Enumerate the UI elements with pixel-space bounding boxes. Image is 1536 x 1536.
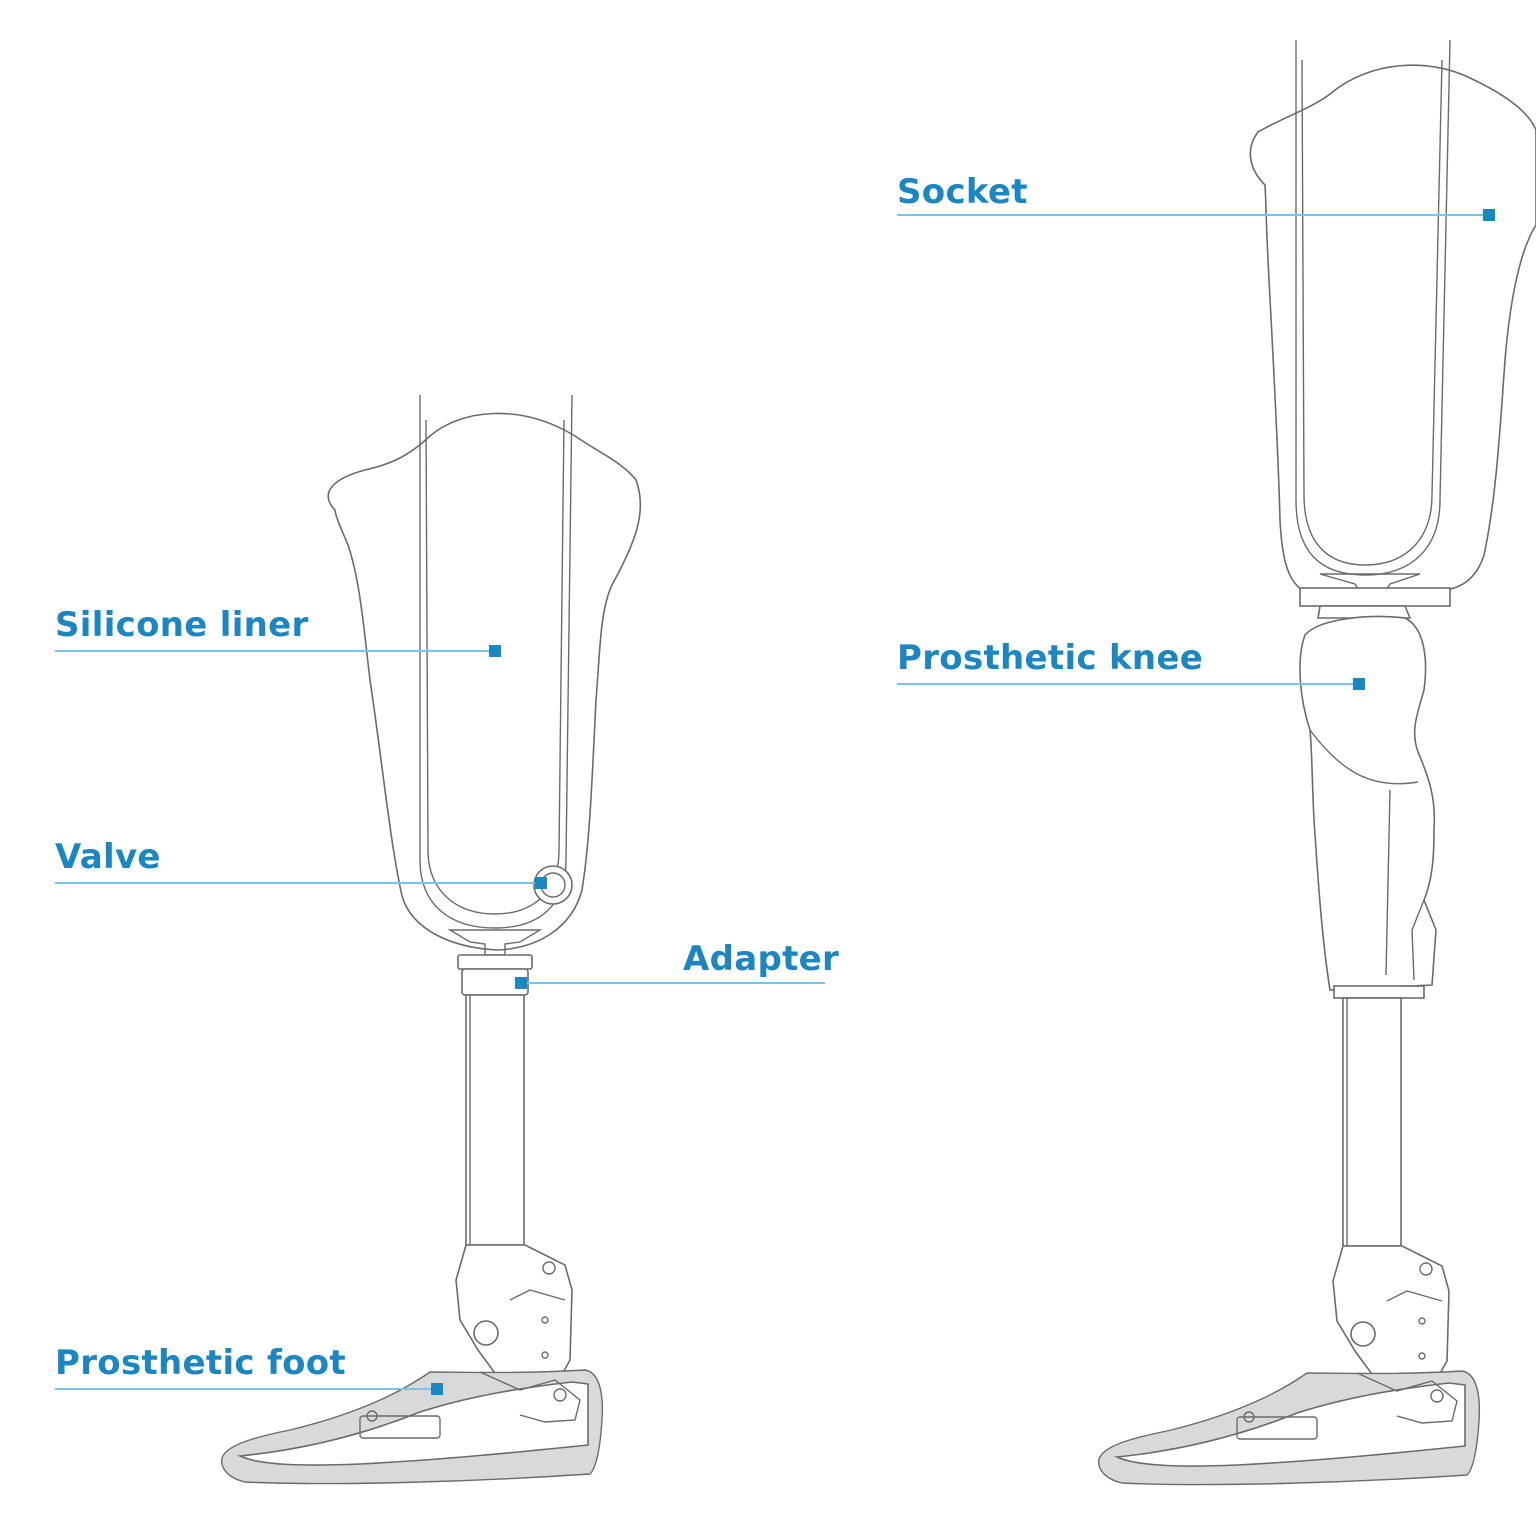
marker-socket [1483, 209, 1495, 221]
label-prosthetic-foot: Prosthetic foot [55, 1343, 346, 1383]
label-socket: Socket [897, 172, 1028, 212]
left-ankle-bolt [542, 1261, 556, 1275]
left-foot-screw [366, 1410, 378, 1422]
right-liner-contour [1295, 39, 1451, 576]
left-foot-plate [359, 1415, 441, 1439]
left-valve-ring [533, 865, 573, 905]
left-ankle-screw-a [541, 1316, 549, 1324]
left-adapter-ring [457, 954, 533, 970]
label-prosthetic-knee: Prosthetic knee [897, 638, 1204, 678]
left-foot-bolt [553, 1388, 567, 1402]
left-pylon [465, 994, 525, 1246]
leader-valve [55, 882, 540, 884]
right-foot-keel [1113, 1382, 1466, 1467]
right-liner-contour-inner [1301, 59, 1443, 566]
right-ankle-screw-b [1418, 1352, 1426, 1360]
left-foot-keel [236, 1381, 589, 1466]
right-pylon [1342, 997, 1402, 1247]
left-ankle-screw-b [541, 1351, 549, 1359]
right-foot-spring [1356, 1372, 1458, 1424]
left-socket-shape [327, 412, 642, 951]
left-prosthesis-drawing [221, 394, 642, 1485]
marker-adapter [515, 977, 527, 989]
leader-silicone-liner [55, 650, 495, 652]
right-knee-side-line [1385, 789, 1391, 976]
right-knee-shin-line [1309, 729, 1419, 785]
leader-prosthetic-foot [55, 1388, 435, 1390]
right-knee-unit [1299, 615, 1437, 991]
right-prosthesis-drawing [1098, 39, 1536, 1486]
right-knee-base [1333, 985, 1425, 999]
right-ankle-bolt [1419, 1262, 1433, 1276]
right-ankle-line [1386, 1290, 1443, 1302]
right-ankle-screw-a [1418, 1317, 1426, 1325]
left-ankle-pivot [473, 1320, 499, 1346]
right-socket-shape [1249, 64, 1536, 591]
right-socket-base [1299, 587, 1451, 607]
label-silicone-liner: Silicone liner [55, 605, 309, 645]
leader-socket [897, 214, 1489, 216]
leader-prosthetic-knee [897, 683, 1359, 685]
right-foot-screw [1243, 1411, 1255, 1423]
left-ankle-line [509, 1289, 566, 1301]
right-foot-plate [1236, 1416, 1318, 1440]
right-foot-bolt [1430, 1389, 1444, 1403]
label-valve: Valve [55, 837, 161, 877]
marker-valve [535, 877, 547, 889]
label-adapter: Adapter [683, 939, 840, 979]
marker-prosthetic-knee [1353, 678, 1365, 690]
marker-silicone-liner [489, 645, 501, 657]
marker-prosthetic-foot [431, 1383, 443, 1395]
left-foot-spring [479, 1371, 581, 1423]
leader-adapter [520, 982, 825, 984]
right-ankle-pivot [1350, 1321, 1376, 1347]
right-knee-connector [1317, 605, 1412, 619]
right-knee-notch [1411, 899, 1425, 981]
